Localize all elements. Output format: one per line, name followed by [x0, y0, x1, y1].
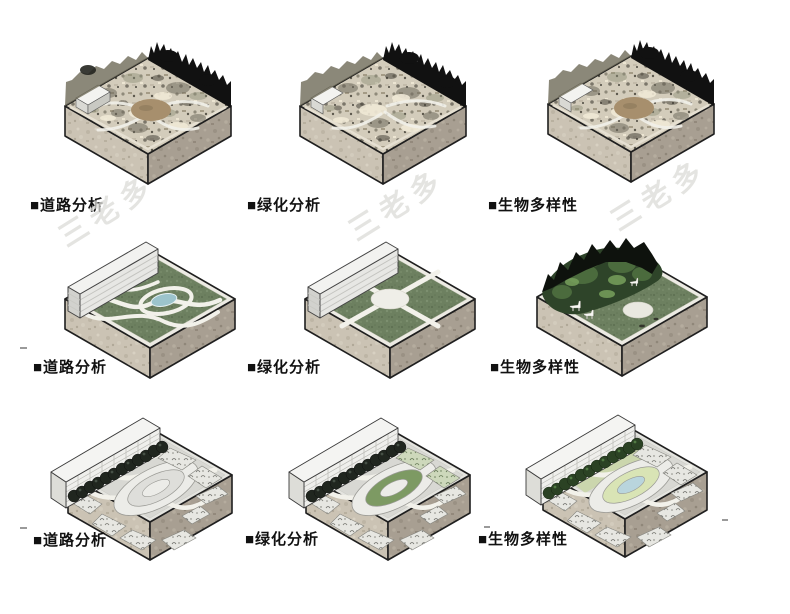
building-bar	[67, 241, 159, 319]
central-ring	[588, 457, 674, 513]
iso-block-existing-r1c2	[283, 18, 483, 188]
canopy-silhouette	[542, 238, 658, 292]
tree-silhouette-fringe	[383, 42, 466, 108]
label-r3-road: ■道路分析	[33, 532, 108, 549]
iso-block-plan-r3c3	[525, 405, 725, 565]
tree-row	[305, 440, 407, 503]
label-r1-bio: ■生物多样性	[488, 197, 579, 214]
tree-row	[67, 440, 169, 503]
label-r2-green: ■绿化分析	[247, 359, 322, 376]
label-r2-road: ■道路分析	[33, 359, 108, 376]
tree-silhouette-fringe	[631, 40, 714, 106]
stray-dash-2	[20, 527, 27, 529]
scrub-fringe	[548, 50, 631, 104]
small-building	[75, 84, 111, 115]
stray-dash-1	[20, 347, 27, 349]
central-ring	[351, 460, 437, 516]
stray-dash-4	[722, 519, 728, 521]
iso-block-concept-r2c2	[290, 224, 490, 384]
iso-block-plan-r3c1	[50, 408, 250, 568]
building-bar	[307, 241, 399, 319]
iso-block-concept-r2c1	[50, 224, 250, 384]
pond	[150, 293, 178, 307]
iso-block-existing-r1c3	[531, 16, 731, 186]
central-plaza-circle	[622, 301, 654, 319]
label-r1-road: ■道路分析	[30, 197, 105, 214]
scrub-fringe	[300, 52, 383, 106]
label-r2-bio: ■生物多样性	[490, 359, 581, 376]
block-base	[547, 103, 715, 183]
planting-beds	[73, 447, 229, 551]
block-base	[64, 298, 236, 379]
deer-figures	[569, 277, 639, 320]
small-animals	[639, 317, 659, 328]
label-r1-green: ■绿化分析	[247, 197, 322, 214]
tree-silhouette-fringe	[148, 42, 231, 108]
label-r3-bio: ■生物多样性	[478, 531, 569, 548]
iso-block-plan-r3c2	[288, 408, 488, 568]
label-r3-green: ■绿化分析	[245, 531, 320, 548]
scrub-fringe	[65, 52, 148, 106]
stray-dash-3	[484, 526, 490, 528]
tree-row-green	[542, 437, 644, 500]
iso-block-existing-r1c1	[48, 18, 248, 188]
small-building	[558, 82, 594, 113]
planting-beds	[548, 444, 704, 548]
central-ring	[113, 460, 199, 516]
forest-mass	[542, 238, 663, 315]
central-plaza-circle	[370, 288, 410, 310]
iso-block-concept-r2c3	[522, 222, 722, 382]
